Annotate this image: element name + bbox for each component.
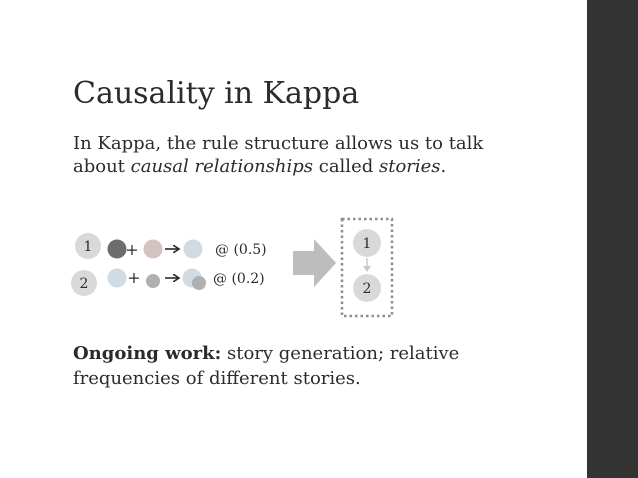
big-arrow-icon [293,239,336,287]
rule-1-number: 1 [84,239,93,255]
dark-agent-icon [107,239,127,259]
ongoing-work-label: Ongoing work: [73,343,222,364]
ongoing-work-body: story generation; relative frequencies o… [73,343,460,389]
story-box: 1 2 [340,217,394,318]
rule-1-rate: @ (0.5) [215,242,267,258]
intro-part1: In Kappa, the rule structure allows us t… [73,133,484,177]
story-dotted-border [340,217,394,318]
story-arrowhead-icon [363,266,371,272]
slide-title: Causality in Kappa [73,76,360,111]
rule-2-badge [71,270,97,296]
intro-emphasis: causal relationships [130,156,314,177]
rule-2-rate: @ (0.2) [213,271,265,287]
rule-1-plus: + [125,240,138,259]
story-node-1 [353,229,381,257]
rule-2: 2 + @ (0.2) [71,268,265,296]
grey-agent-icon [192,276,206,290]
ongoing-work-text: Ongoing work: story generation; relative… [73,341,533,391]
story-node-2 [353,274,381,302]
blue-agent-icon [107,268,127,288]
rule-2-plus: + [127,268,140,287]
right-sidebar [587,0,638,478]
intro-part3: . [440,156,447,177]
story-node-2-label: 2 [363,281,372,297]
rule-2-number: 2 [80,276,89,292]
rule-1-badge [75,233,101,259]
rule-1: 1 + @ (0.5) [75,233,267,259]
intro-text: In Kappa, the rule structure allows us t… [73,132,503,178]
pink-agent-icon [143,239,163,259]
intro-emphasis2: stories [378,156,441,177]
intro-part2: called [313,156,379,177]
grey-agent-icon [146,274,160,288]
story-node-1-label: 1 [363,236,372,252]
blue-agent-icon [183,239,203,259]
